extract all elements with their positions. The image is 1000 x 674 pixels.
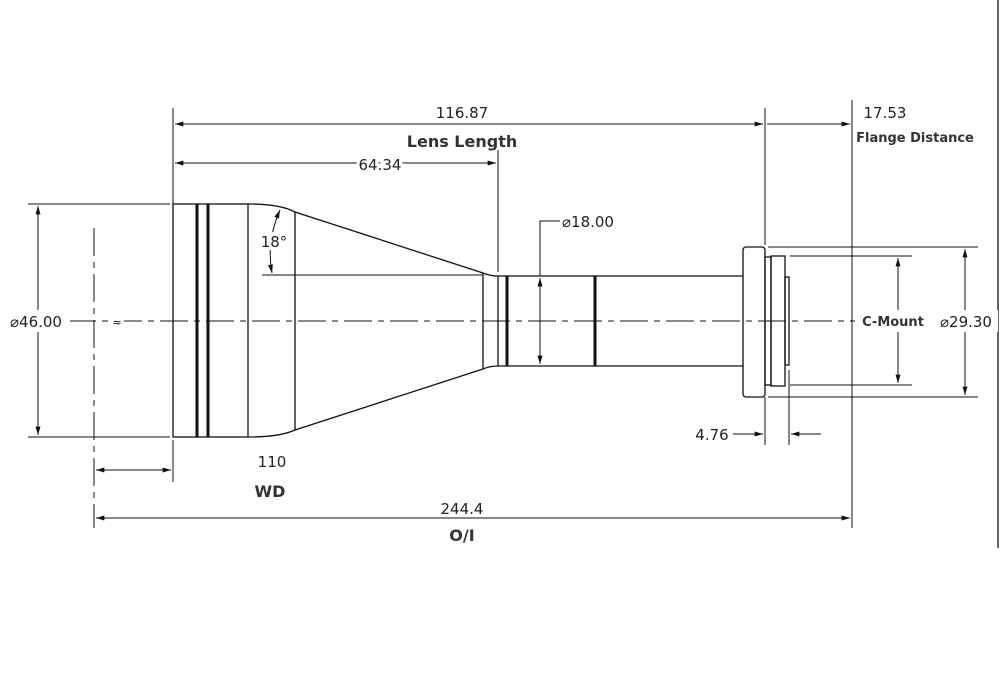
mount-thread-length-value: 4.76 [695, 426, 728, 444]
lens-length-label: Lens Length [407, 132, 517, 151]
lens-body [172, 203, 790, 438]
object-image-label: O/I [449, 526, 474, 545]
tube-diameter-value: ⌀18.00 [562, 213, 614, 231]
working-distance-label: WD [255, 482, 286, 501]
taper-angle-value: 18° [261, 233, 288, 251]
front-diameter-value: ⌀46.00 [10, 313, 62, 331]
flange-distance-value: 17.53 [864, 104, 907, 122]
approx-symbol: ≈ [112, 316, 121, 329]
mount-diameter-value: ⌀29.30 [940, 313, 992, 331]
working-distance-value: 110 [258, 453, 287, 471]
front-length-value: 64.34 [359, 156, 402, 174]
lens-length-value: 116.87 [436, 104, 489, 122]
flange-distance-label: Flange Distance [856, 131, 974, 146]
mount-label: C-Mount [862, 315, 924, 330]
object-image-value: 244.4 [441, 500, 484, 518]
